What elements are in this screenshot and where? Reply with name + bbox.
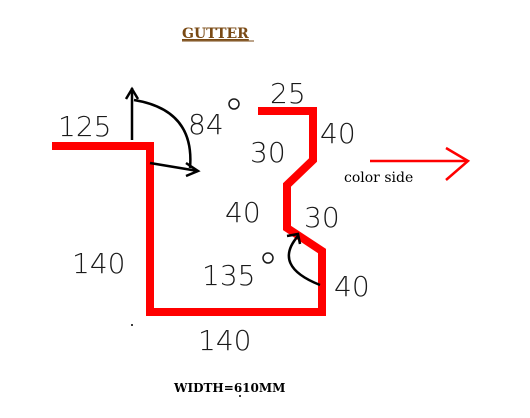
dim-middle-vertical: 40 xyxy=(225,196,261,229)
gutter-profile xyxy=(52,107,326,316)
dim-right-lower-vertical: 40 xyxy=(334,270,370,303)
stray-dot xyxy=(239,395,241,397)
width-label: WIDTH=610MM xyxy=(173,381,285,395)
dim-bottom: 140 xyxy=(198,324,251,357)
dim-angle-bottom: 135 xyxy=(202,259,255,292)
stray-dot xyxy=(131,324,133,326)
dim-right-upper-vertical: 40 xyxy=(320,117,356,150)
dim-lower-diagonal: 30 xyxy=(304,201,340,234)
angle-mark-top xyxy=(124,86,201,178)
dim-upper-diagonal: 30 xyxy=(250,136,286,169)
color-side-label: color side xyxy=(344,170,413,186)
dim-left-vertical: 140 xyxy=(72,247,125,280)
dim-angle-top: 84 xyxy=(188,108,224,141)
drawing-title: GUTTER xyxy=(182,26,249,42)
dim-top-lip: 25 xyxy=(270,77,306,110)
angle-mark-bottom xyxy=(286,232,321,287)
color-side-arrow xyxy=(370,146,471,181)
dim-top-left-flange: 125 xyxy=(58,110,111,143)
degree-symbol-top xyxy=(228,98,240,110)
degree-symbol-bottom xyxy=(262,252,274,264)
